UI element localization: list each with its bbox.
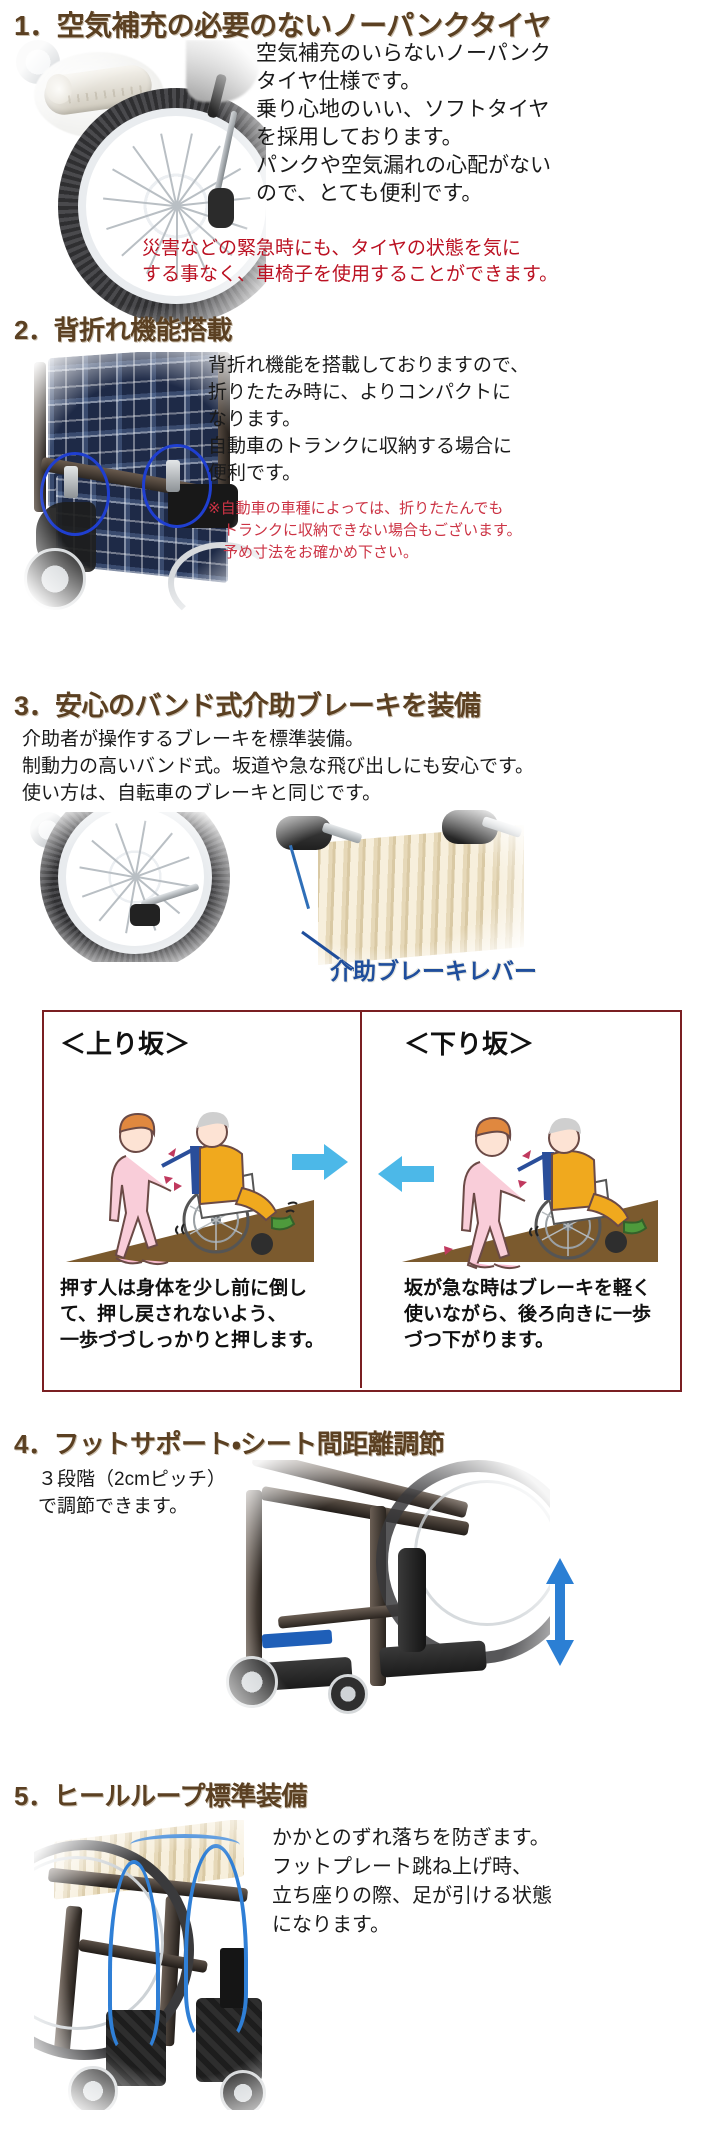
section-5-body: かかとのずれ落ちを防ぎます。 フットプレート跳ね上げ時、 立ち座りの際、足が引け… <box>272 1827 552 1936</box>
section-1-body: 空気補充のいらないノーパンク タイヤ仕様です。 乗り心地のいい、ソフトタイヤ を… <box>256 42 552 205</box>
section-2-note: ※自動車の車種によっては、折りたたんでも トランクに収納できない場合もございます… <box>208 500 522 561</box>
lever-pointer-line <box>301 930 361 976</box>
slope-panel-downhill-title: ＜下り坂＞ <box>404 1029 535 1059</box>
section-5-heading: 5．ヒールループ標準装備 <box>14 1781 307 1811</box>
section-1-heading: 1．空気補充の必要のないノーパンクタイヤ <box>14 10 551 41</box>
section-2-heading: 2．背折れ機能搭載 <box>14 315 232 345</box>
section-4-body: ３段階（2cmピッチ） で調節できます。 <box>38 1469 226 1517</box>
uphill-illustration <box>66 1112 348 1266</box>
assist-brake-lever-label: 介助ブレーキレバー <box>330 958 537 984</box>
section-3-wheel-photo <box>30 812 230 962</box>
section-2-body: 背折れ機能を搭載しておりますので、 折りたたみ時に、よりコンパクトに なります。… <box>208 355 530 484</box>
section-3-body: 介助者が操作するブレーキを標準装備。 制動力の高いバンド式。坂道や急な飛び出しに… <box>22 729 535 804</box>
downhill-illustration <box>378 1116 658 1270</box>
section-5-photo <box>34 1820 334 2110</box>
section-1-red-note: 災害などの緊急時にも、タイヤの状態を気に する事なく、車椅子を使用することができ… <box>142 238 559 285</box>
section-3-heading: 3．安心のバンド式介助ブレーキを装備 <box>14 691 481 721</box>
section-1-photo <box>16 40 266 340</box>
section-2-photo <box>18 352 268 612</box>
section-3-handle-photo <box>236 806 526 966</box>
slope-panel-uphill-title: ＜上り坂＞ <box>60 1029 191 1059</box>
height-adjust-arrow <box>546 1558 574 1666</box>
slope-panel-downhill-caption: 坂が急な時はブレーキを軽く 使いながら、後ろ向きに一歩 づつ下がります。 <box>404 1278 652 1351</box>
slope-box-divider <box>360 1010 362 1388</box>
section-4-heading: 4．フットサポート・シート間距離調節 <box>14 1429 445 1459</box>
section-4-photo <box>220 1460 550 1760</box>
slope-panel-uphill-caption: 押す人は身体を少し前に倒し て、押し戻されないよう、 一歩づづしっかりと押します… <box>60 1278 325 1351</box>
